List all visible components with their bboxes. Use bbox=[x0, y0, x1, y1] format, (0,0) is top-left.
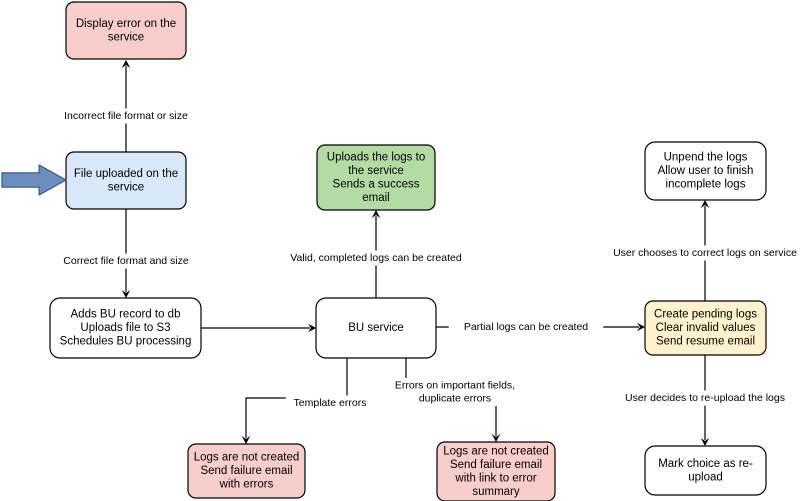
edge-user-decides-to-reupload-label-backdrop bbox=[608, 390, 801, 406]
node-unpend-the-logs-shape[interactable] bbox=[644, 141, 767, 201]
node-logs-not-created-error-summary-shape[interactable] bbox=[436, 441, 556, 501]
edge-correct-file-format-arrowhead bbox=[121, 290, 131, 298]
node-bu-service-shape[interactable] bbox=[315, 297, 437, 359]
node-uploads-logs-success-shape[interactable] bbox=[316, 144, 436, 211]
edge-partial-logs-can-be-created: Partial logs can be created bbox=[436, 319, 645, 335]
edge-incorrect-file-format-arrowhead bbox=[121, 60, 131, 68]
edge-errors-on-important-fields: Errors on important fields,duplicate err… bbox=[377, 358, 533, 442]
edge-errors-on-important-fields-label-backdrop bbox=[377, 378, 533, 406]
edge-valid-completed-logs-label: Valid, completed logs can be created bbox=[290, 252, 462, 264]
edge-errors-on-important-fields-label: Errors on important fields,duplicate err… bbox=[395, 379, 515, 404]
node-mark-choice-as-re-upload-shape[interactable] bbox=[644, 445, 767, 496]
edge-adds-bu-to-bu-service-arrowhead bbox=[308, 323, 316, 333]
node-display-error-on-service-shape[interactable] bbox=[65, 1, 187, 60]
edge-adds-bu-to-bu-service bbox=[201, 323, 316, 333]
edge-partial-logs-can-be-created-label-backdrop bbox=[448, 319, 604, 335]
edge-errors-on-important-fields-arrowhead bbox=[491, 434, 501, 442]
node-create-pending-logs-shape[interactable] bbox=[644, 300, 767, 356]
edge-valid-completed-logs-arrowhead bbox=[371, 210, 381, 218]
edge-user-chooses-to-correct-logs-label: User chooses to correct logs on service bbox=[613, 247, 797, 259]
edge-valid-completed-logs: Valid, completed logs can be created bbox=[274, 210, 478, 298]
edge-template-errors-label-backdrop bbox=[285, 395, 375, 411]
node-logs-not-created-with-errors-shape[interactable] bbox=[187, 443, 306, 499]
node-adds-bu-record-to-db-shape[interactable] bbox=[49, 297, 202, 359]
entry-arrow-shape bbox=[1, 164, 67, 196]
edge-valid-completed-logs-label-backdrop bbox=[274, 250, 478, 266]
node-bu-service[interactable]: BU service bbox=[315, 297, 437, 359]
edge-template-errors-label: Template errors bbox=[294, 397, 367, 409]
edge-template-errors: Template errors bbox=[241, 358, 375, 444]
edge-incorrect-file-format-label-backdrop bbox=[43, 108, 209, 124]
edge-user-chooses-to-correct-logs-arrowhead bbox=[700, 200, 710, 208]
edge-incorrect-file-format-label: Incorrect file format or size bbox=[64, 110, 188, 122]
edge-user-decides-to-reupload-label: User decides to re-upload the logs bbox=[625, 392, 785, 404]
edge-incorrect-file-format: Incorrect file format or size bbox=[43, 60, 209, 152]
edge-correct-file-format-label: Correct file format and size bbox=[63, 255, 189, 267]
edge-template-errors-arrowhead bbox=[241, 436, 251, 444]
edge-partial-logs-can-be-created-arrowhead bbox=[637, 322, 645, 332]
edge-user-chooses-to-correct-logs: User chooses to correct logs on service bbox=[594, 200, 801, 301]
edge-correct-file-format: Correct file format and size bbox=[46, 209, 206, 298]
edge-user-decides-to-reupload: User decides to re-upload the logs bbox=[608, 355, 801, 446]
node-mark-choice-as-re-upload-label: Mark choice as re-upload bbox=[658, 458, 753, 484]
node-bu-service-label: BU service bbox=[348, 322, 404, 334]
node-mark-choice-as-re-upload[interactable]: Mark choice as re-upload bbox=[644, 445, 767, 496]
edge-correct-file-format-label-backdrop bbox=[46, 253, 206, 269]
edge-user-chooses-to-correct-logs-label-backdrop bbox=[594, 245, 801, 261]
entry-arrow-icon bbox=[1, 164, 67, 196]
edge-partial-logs-can-be-created-label: Partial logs can be created bbox=[464, 321, 588, 333]
edge-user-decides-to-reupload-arrowhead bbox=[700, 438, 710, 446]
